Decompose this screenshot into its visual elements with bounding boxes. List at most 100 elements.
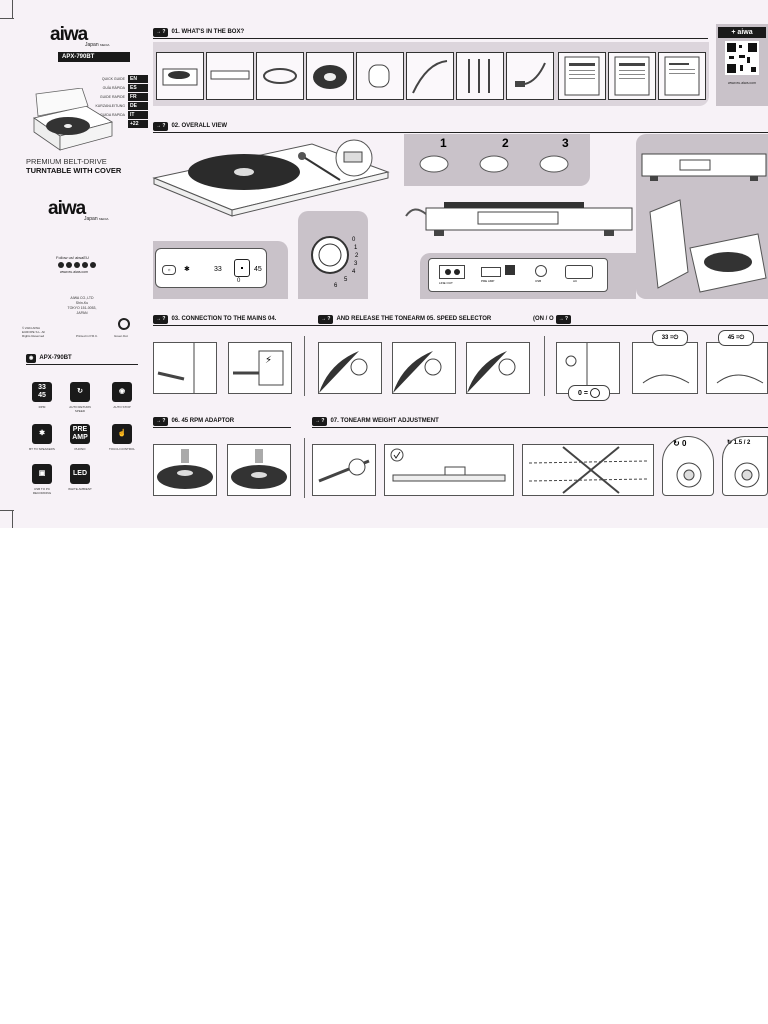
speed-control-panel: ⏻ ✱ 33 0 45	[155, 248, 267, 288]
turntable-overview	[152, 143, 390, 217]
qr-code-icon[interactable]	[725, 41, 759, 75]
preamp-label: PRE AMP	[481, 279, 495, 283]
usb-label: USB	[535, 279, 542, 283]
usb-icon: ▣	[32, 464, 52, 484]
usb-port[interactable]	[505, 265, 515, 275]
feature-label: RPM	[38, 405, 46, 409]
feature-label: AUTO RETURN SPEED	[69, 405, 91, 413]
weight-value-label: ↻ 1.5 / 2	[727, 440, 751, 446]
twitter-icon[interactable]	[66, 262, 72, 268]
step-number: 2	[502, 136, 509, 150]
section-02-header: → ? 02. OVERALL VIEW	[153, 121, 227, 131]
instagram-icon[interactable]	[74, 262, 80, 268]
tonearm-step-1	[318, 342, 382, 394]
weight-incorrect-balance	[522, 444, 654, 496]
qr-panel: + aiwa www.eu.aiwa.com	[716, 24, 768, 106]
tonearm-zoom-circle	[335, 139, 373, 177]
facebook-icon[interactable]	[58, 262, 64, 268]
follow-text: Follow us! aiwaEU	[56, 255, 89, 260]
box-item-usb-cable	[506, 52, 554, 100]
website-link[interactable]: www.eu.aiwa.com	[60, 270, 89, 274]
rca-jacks[interactable]	[439, 265, 465, 279]
tonearm-step-3	[466, 342, 530, 394]
dial-number: 5	[344, 277, 348, 283]
power-button[interactable]: ⏻	[162, 265, 176, 275]
usb-round-port[interactable]	[535, 265, 547, 277]
mains-step-2: ⚡	[228, 342, 292, 394]
box-item-turntable	[156, 52, 204, 100]
tonearm-step-2	[392, 342, 456, 394]
touch-icon: ☝	[112, 424, 132, 444]
box-item-platter	[306, 52, 354, 100]
ac-inlet[interactable]	[565, 265, 593, 279]
speed-33-indicator: 33 =⏻	[652, 330, 688, 346]
qr-label: + aiwa	[718, 27, 766, 38]
weight-step-1	[312, 444, 376, 496]
section-01-header: → ? 01. WHAT'S IN THE BOX?	[153, 27, 244, 37]
svg-text:⚡: ⚡	[265, 355, 272, 366]
speed-33-panel	[632, 342, 698, 394]
feature-label: USB TO PC RECORDING	[32, 487, 52, 495]
feature-label: BT TO SPEAKERS	[29, 447, 55, 451]
globe-badge-icon: ◉	[26, 353, 37, 363]
box-item-manual-2	[608, 52, 656, 100]
stop-icon	[589, 388, 600, 398]
green-dot-icon	[118, 318, 130, 330]
printed-note: Printed in P.R.C.	[76, 334, 98, 338]
social-icons	[58, 262, 96, 268]
speed-45-panel	[706, 342, 768, 394]
counterweight-dial-icon	[311, 236, 349, 274]
box-item-adaptor	[356, 52, 404, 100]
feature-label: PHONO	[74, 447, 86, 451]
speed-45-label[interactable]: 45	[254, 266, 262, 273]
cover-model-header: ◉ APX-790BT	[26, 353, 72, 363]
dial-number: 2	[355, 253, 359, 259]
bluetooth-icon: ✱	[32, 424, 52, 444]
box-item-rca-cable	[456, 52, 504, 100]
line-out-label: LINE OUT	[439, 281, 453, 285]
dial-number: 3	[354, 261, 358, 267]
box-item-ac-cable	[406, 52, 454, 100]
feature-label: TOUCH CONTROL	[108, 447, 136, 451]
preamp-switch[interactable]	[481, 267, 501, 277]
box-item-cover	[206, 52, 254, 100]
adaptor-step-2	[227, 444, 291, 496]
step-number: 3	[562, 136, 569, 150]
box-badge-icon: → ?	[153, 27, 169, 37]
box-item-belt	[256, 52, 304, 100]
setup-steps-band: 1 2 3	[404, 134, 590, 186]
ac-label: AC	[573, 279, 578, 283]
plug-badge-icon: → ?	[153, 314, 169, 324]
section-05-header: (ON / O → ?	[533, 314, 572, 324]
weight-set-value: ↻ 1.5 / 2	[722, 436, 768, 496]
feature-label: WHITE AMBIENT	[68, 487, 92, 491]
bluetooth-button-icon[interactable]: ✱	[184, 266, 190, 273]
qr-url[interactable]: www.eu.aiwa.com	[727, 81, 756, 85]
speed-knob[interactable]	[234, 259, 250, 277]
step-number: 1	[440, 136, 447, 150]
copyright: © 2024 AIWA EUROPE S.L. All Rights Reser…	[22, 326, 45, 338]
brand-logo-2: aiwa	[48, 198, 86, 219]
model-tag: APX-790BT	[58, 52, 130, 62]
speed-45-indicator: 45 =⏻	[718, 330, 754, 346]
auto-return-icon: ↻	[70, 382, 90, 402]
feature-label: AUTO STOP	[113, 405, 131, 409]
speed-0-label[interactable]: 0	[237, 278, 241, 284]
auto-stop-icon: ◉	[112, 382, 132, 402]
section-03-header: → ? 03. CONNECTION TO THE MAINS 04.	[153, 314, 276, 324]
pinterest-icon[interactable]	[82, 262, 88, 268]
youtube-icon[interactable]	[90, 262, 96, 268]
turntable-side-view	[405, 202, 633, 236]
speed-33-label[interactable]: 33	[214, 266, 222, 273]
view-badge-icon: → ?	[153, 121, 169, 131]
brand-logo: aiwa	[50, 24, 88, 45]
weight-set-zero: ↻ 0	[662, 436, 714, 496]
